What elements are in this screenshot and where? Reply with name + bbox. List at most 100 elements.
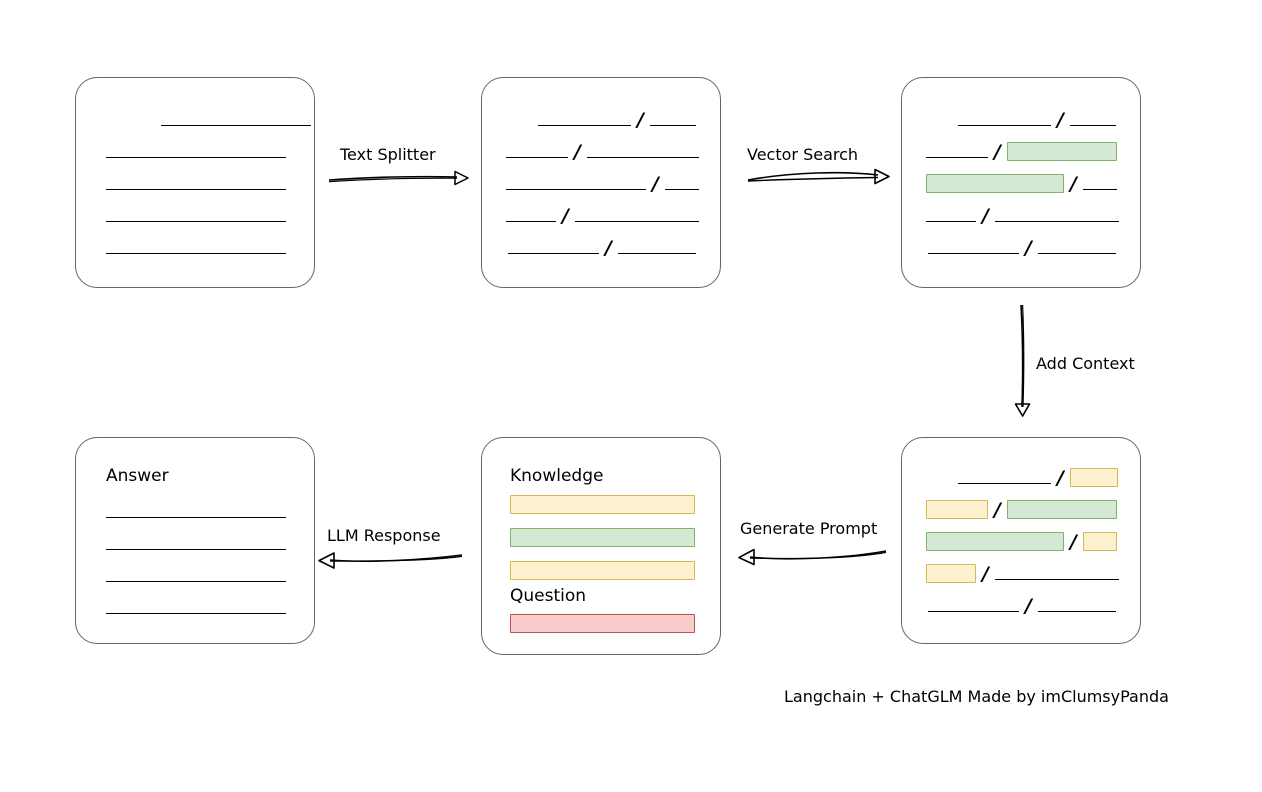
document-line: / (506, 236, 696, 258)
text-segment-rule (1037, 611, 1116, 612)
chunk-separator-slash: / (1070, 531, 1077, 553)
document-line (106, 236, 286, 258)
node-split-chunks-rows: / / / / / (482, 78, 720, 287)
document-line (106, 204, 286, 226)
text-segment-rule (586, 157, 699, 158)
highlighted-chunk-yellow[interactable] (1069, 467, 1118, 487)
text-segment-rule (994, 579, 1119, 580)
arrow-generate-prompt (738, 548, 887, 566)
document-line: / (926, 466, 1118, 488)
text-segment-rule (664, 189, 699, 190)
text-segment-rule (508, 253, 599, 254)
document-line (106, 532, 286, 554)
node-answer[interactable]: Answer (75, 437, 315, 644)
document-line: / (926, 204, 1119, 226)
document-line: / (506, 108, 696, 130)
chunk-separator-slash: / (605, 237, 612, 259)
chunk-separator-slash: / (1057, 467, 1064, 489)
text-segment-rule (574, 221, 699, 222)
document-line (106, 596, 286, 618)
prompt-heading-question: Question (510, 586, 587, 606)
text-segment-rule (506, 221, 556, 222)
highlighted-chunk-green[interactable] (1006, 141, 1117, 161)
credit-text: Langchain + ChatGLM Made by imClumsyPand… (784, 687, 1169, 706)
chunk-separator-slash: / (1070, 173, 1077, 195)
document-line (106, 140, 286, 162)
arrow-llm-response (318, 552, 463, 569)
text-segment-rule (958, 483, 1051, 484)
node-answer-rows (76, 438, 314, 643)
edge-label-vector-search: Vector Search (747, 145, 859, 164)
document-line: / (926, 108, 1116, 130)
text-segment-rule (106, 581, 286, 582)
chunk-separator-slash: / (562, 205, 569, 227)
document-line: / (926, 236, 1116, 258)
text-segment-rule (928, 253, 1019, 254)
document-line: / (506, 172, 699, 194)
document-line: / (926, 498, 1117, 520)
text-segment-rule (1037, 253, 1116, 254)
highlighted-chunk-yellow[interactable] (926, 563, 976, 583)
text-segment-rule (106, 613, 286, 614)
chunk-separator-slash: / (994, 141, 1001, 163)
document-line (106, 564, 286, 586)
text-segment-rule (106, 221, 286, 222)
chunk-separator-slash: / (1057, 109, 1064, 131)
chunk-separator-slash: / (982, 563, 989, 585)
arrow-vector-search (747, 168, 890, 185)
text-segment-rule (958, 125, 1051, 126)
text-segment-rule (506, 157, 568, 158)
node-prompt[interactable]: Knowledge Question (481, 437, 721, 655)
chunk-separator-slash: / (994, 499, 1001, 521)
edge-label-text-splitter: Text Splitter (340, 145, 436, 164)
document-line (106, 172, 286, 194)
text-segment-rule (926, 221, 976, 222)
document-line: / (506, 140, 699, 162)
highlighted-chunk-green[interactable] (926, 173, 1064, 193)
text-segment-rule (1069, 125, 1116, 126)
node-vector-matched-chunks[interactable]: / / / / / (901, 77, 1141, 288)
highlighted-chunk-yellow[interactable] (926, 499, 988, 519)
text-segment-rule (106, 517, 286, 518)
node-context-added-chunks[interactable]: / / / / / (901, 437, 1141, 644)
text-segment-rule (106, 157, 286, 158)
document-line: / (926, 140, 1117, 162)
node-split-chunks[interactable]: / / / / / (481, 77, 721, 288)
edge-label-add-context: Add Context (1036, 354, 1135, 373)
chunk-separator-slash: / (574, 141, 581, 163)
arrow-text-splitter (328, 170, 469, 186)
knowledge-bar-yellow[interactable] (510, 561, 695, 580)
chunk-separator-slash: / (652, 173, 659, 195)
answer-heading: Answer (106, 466, 169, 486)
highlighted-chunk-green[interactable] (1006, 499, 1117, 519)
text-segment-rule (106, 549, 286, 550)
node-source-document[interactable] (75, 77, 315, 288)
document-line: / (926, 530, 1117, 552)
text-segment-rule (649, 125, 696, 126)
document-line: / (506, 204, 699, 226)
text-segment-rule (106, 253, 286, 254)
highlighted-chunk-green[interactable] (926, 531, 1064, 551)
text-segment-rule (161, 125, 311, 126)
edge-label-generate-prompt: Generate Prompt (740, 519, 878, 538)
text-segment-rule (1082, 189, 1117, 190)
edge-label-llm-response: LLM Response (327, 526, 441, 545)
chunk-separator-slash: / (982, 205, 989, 227)
document-line (106, 500, 286, 522)
highlighted-chunk-yellow[interactable] (1082, 531, 1117, 551)
text-segment-rule (538, 125, 631, 126)
text-segment-rule (994, 221, 1119, 222)
chunk-separator-slash: / (1025, 237, 1032, 259)
document-line: / (926, 594, 1116, 616)
text-segment-rule (928, 611, 1019, 612)
text-segment-rule (926, 157, 988, 158)
knowledge-bar-yellow[interactable] (510, 495, 695, 514)
document-line (106, 108, 311, 130)
knowledge-bar-green[interactable] (510, 528, 695, 547)
question-bar-red[interactable] (510, 614, 695, 633)
text-segment-rule (106, 189, 286, 190)
document-line: / (926, 562, 1119, 584)
chunk-separator-slash: / (1025, 595, 1032, 617)
text-segment-rule (617, 253, 696, 254)
